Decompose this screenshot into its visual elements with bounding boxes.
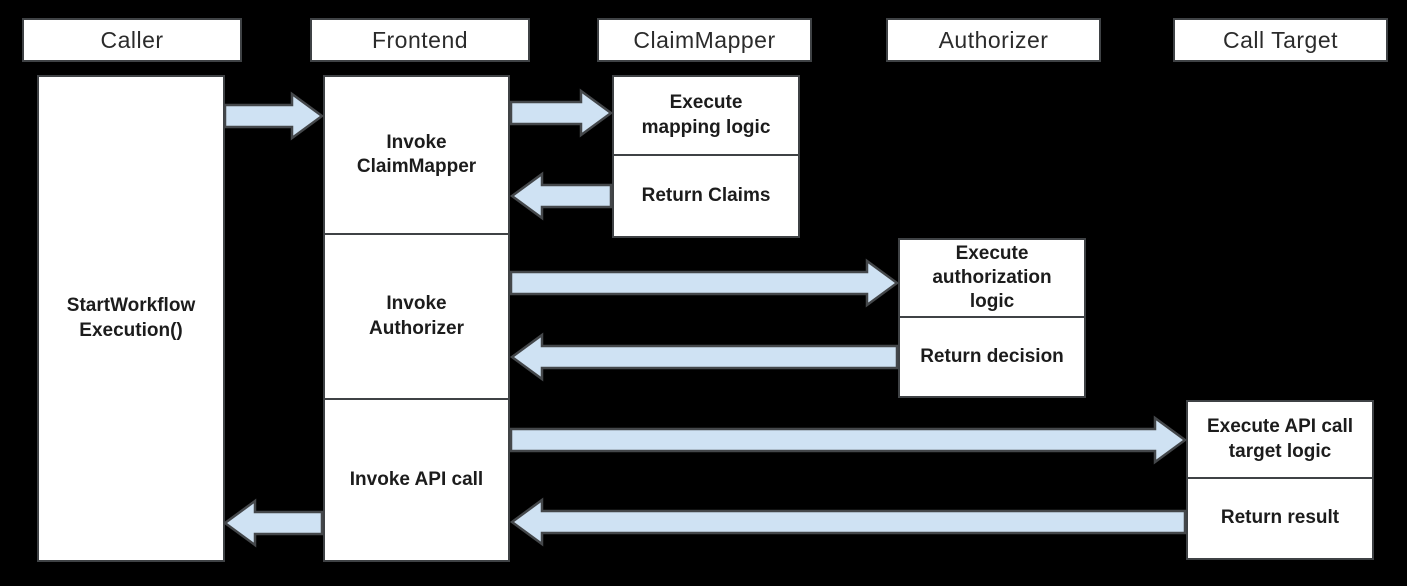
arrow-calltarget-to-frontend	[509, 497, 1187, 547]
task-box-label-line: logic	[969, 291, 1015, 313]
arrow-frontend-to-authorizer	[509, 258, 900, 308]
task-box-authorizer-return-decision: Return decision	[898, 316, 1086, 398]
arrow-frontend-to-caller	[222, 498, 324, 548]
lane-header-label: Call Target	[1222, 26, 1339, 53]
arrow-claimmapper-to-frontend	[509, 171, 613, 221]
task-box-frontend-invoke-api-call: Invoke API call	[323, 398, 510, 562]
task-box-label-line: StartWorkflow	[66, 295, 196, 317]
task-box-label-line: authorization	[932, 266, 1052, 288]
task-box-label-line: Return Claims	[641, 184, 771, 206]
lane-header-call-target: Call Target	[1173, 18, 1388, 62]
task-box-label-line: Execution()	[79, 319, 183, 341]
arrow-frontend-to-claimmapper	[509, 88, 614, 138]
lane-header-label: Frontend	[371, 26, 469, 53]
task-box-label-line: Invoke	[386, 293, 447, 315]
task-box-label-line: mapping logic	[641, 116, 771, 138]
task-box-label-line: Invoke	[386, 131, 447, 153]
lane-header-label: ClaimMapper	[633, 26, 776, 53]
task-box-label-line: Execute API call	[1206, 416, 1354, 438]
task-box-calltarget-return-result: Return result	[1186, 477, 1374, 560]
task-box-label-line: Invoke API call	[349, 468, 484, 490]
task-box-label-line: Execute	[955, 242, 1029, 264]
task-box-label-line: Return decision	[920, 345, 1064, 367]
lane-header-caller: Caller	[22, 18, 242, 62]
task-box-label-line: Authorizer	[369, 317, 464, 339]
lane-header-claimmapper: ClaimMapper	[597, 18, 812, 62]
lane-header-label: Caller	[100, 26, 164, 53]
task-box-label-line: Return result	[1220, 507, 1340, 529]
task-box-claimmapper-return-claims: Return Claims	[612, 154, 800, 238]
task-box-label-line: Execute	[669, 92, 743, 114]
lane-header-authorizer: Authorizer	[886, 18, 1101, 62]
task-box-label-line: target logic	[1228, 440, 1332, 462]
task-box-label-line: ClaimMapper	[356, 156, 477, 177]
lane-header-label: Authorizer	[938, 26, 1049, 53]
arrow-frontend-to-calltarget	[509, 415, 1188, 465]
arrow-caller-to-frontend	[223, 91, 325, 141]
lane-header-frontend: Frontend	[310, 18, 530, 62]
arrow-authorizer-to-frontend	[509, 332, 899, 382]
